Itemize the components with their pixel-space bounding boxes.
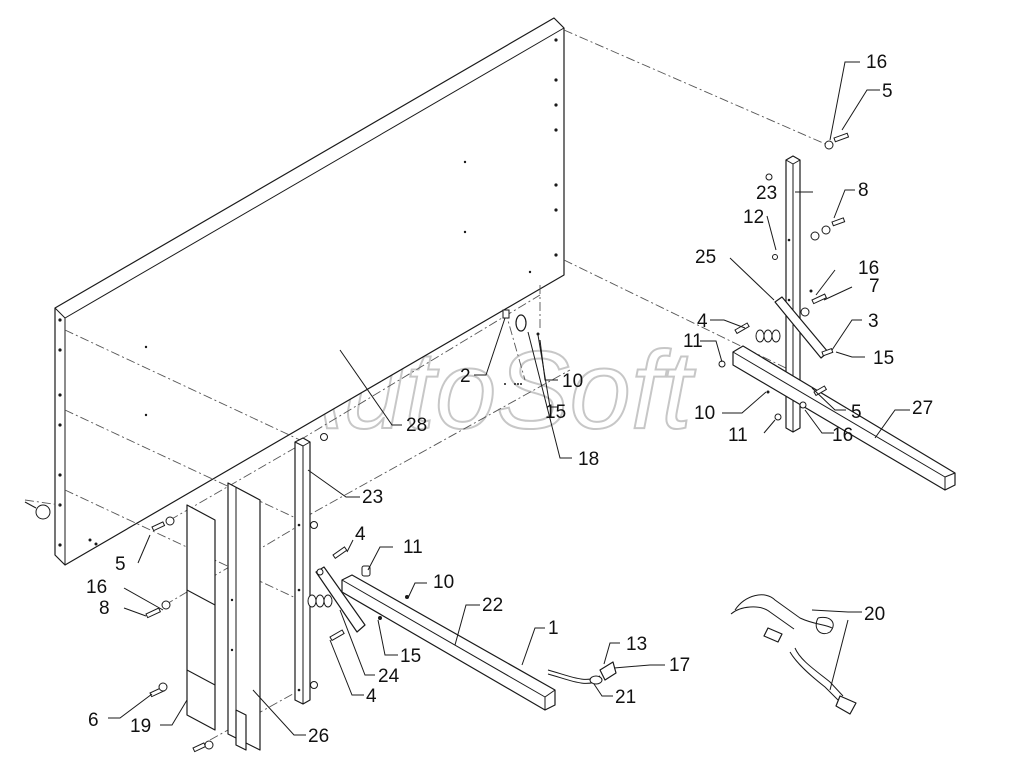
callout-12: 12: [743, 207, 764, 228]
callout-18: 18: [578, 449, 599, 470]
callout-20: 20: [864, 604, 885, 625]
left-washer-stack: [307, 546, 409, 642]
post-23-right: [765, 155, 801, 433]
side-panel-28: [54, 17, 565, 566]
callout-13: 13: [626, 634, 647, 655]
callout-26: 26: [308, 726, 329, 747]
left-fasteners: [24, 501, 214, 753]
callout-22: 22: [482, 595, 503, 616]
callout-27: 27: [912, 398, 933, 419]
callout-8: 8: [858, 180, 869, 201]
callout-5: 5: [115, 554, 126, 575]
callout-11: 11: [683, 331, 703, 352]
callout-4: 4: [366, 686, 377, 707]
leader-lines: [108, 61, 910, 736]
callout-15: 15: [400, 646, 421, 667]
callout-4: 4: [697, 311, 708, 332]
chain-hook: [547, 661, 617, 685]
callout-5: 5: [882, 81, 893, 102]
callout-1: 1: [548, 618, 559, 639]
callout-24: 24: [378, 666, 400, 687]
callout-15: 15: [873, 348, 894, 369]
callout-5: 5: [851, 402, 862, 423]
strut-24: [315, 566, 366, 633]
callout-7: 7: [869, 276, 880, 297]
callout-16: 16: [832, 425, 853, 446]
strap-20: [730, 594, 857, 715]
center-parts: [502, 309, 540, 385]
callout-6: 6: [88, 710, 99, 731]
post-23-left: [294, 433, 328, 705]
callout-11: 11: [403, 537, 423, 558]
callout-19: 19: [130, 716, 151, 737]
callout-28: 28: [406, 415, 427, 436]
callout-10: 10: [433, 572, 454, 593]
callout-23: 23: [362, 487, 383, 508]
callout-25: 25: [695, 247, 716, 268]
plate-26: [227, 482, 261, 751]
callout-4: 4: [355, 524, 366, 545]
callout-10: 10: [562, 371, 583, 392]
callout-17: 17: [669, 655, 690, 676]
callout-11: 11: [728, 425, 748, 446]
callout-2: 2: [460, 366, 471, 387]
callout-16: 16: [858, 258, 879, 279]
callout-10: 10: [694, 403, 715, 424]
plate-19: [186, 504, 216, 731]
strut-25: [774, 296, 829, 359]
callout-16: 16: [86, 577, 107, 598]
callout-3: 3: [868, 311, 879, 332]
bar-27: [732, 345, 956, 491]
callout-23: 23: [756, 183, 777, 204]
callout-16: 16: [866, 52, 887, 73]
callout-labels: 16 5 23 8 12 25 16 7 3 15 4 11 10 11 5 1…: [86, 52, 933, 747]
callout-15: 15: [545, 402, 566, 423]
callout-8: 8: [99, 598, 110, 619]
callout-21: 21: [615, 687, 636, 708]
